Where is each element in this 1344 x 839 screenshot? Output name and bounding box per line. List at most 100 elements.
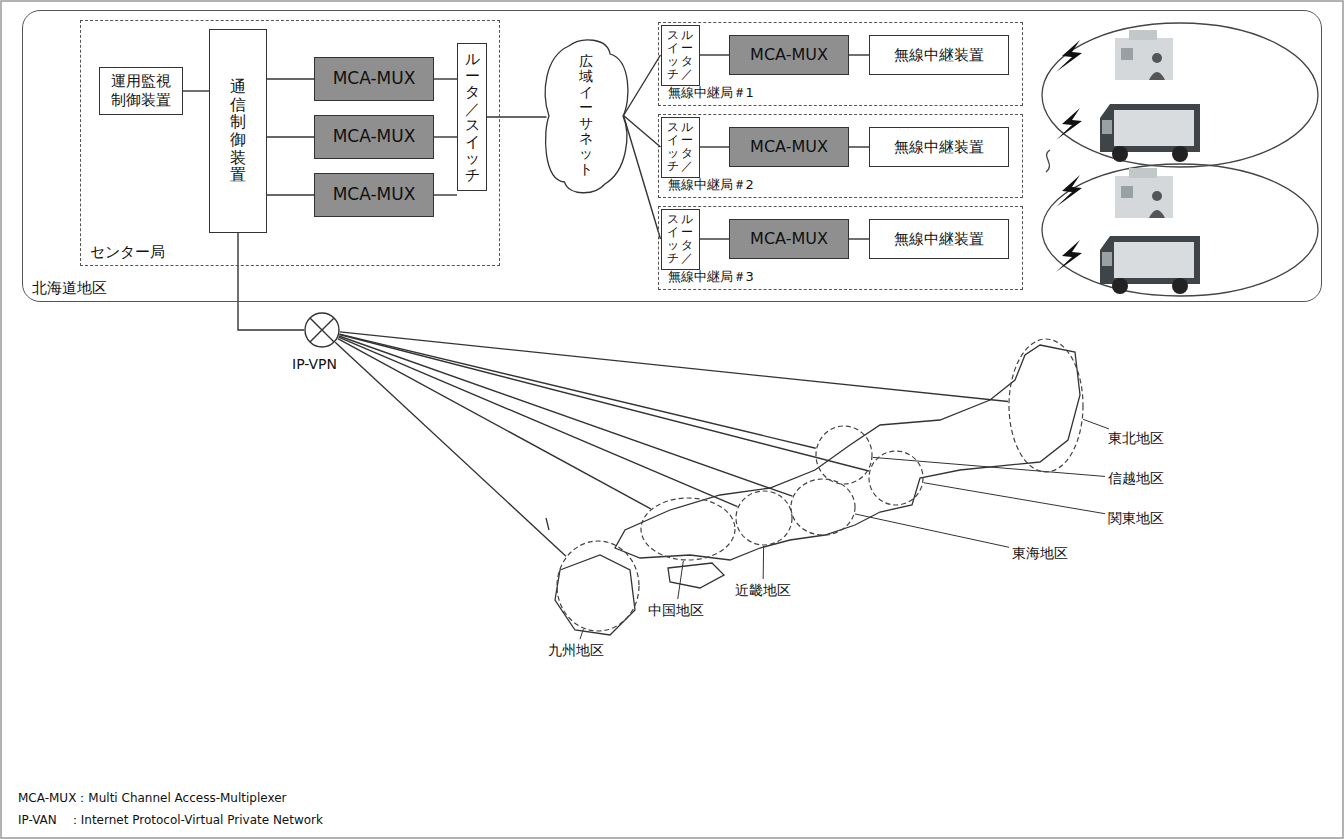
node-label: 無線中継局＃1 [668,84,754,102]
connector [238,233,304,330]
device-box: 運用監視制御装置 [99,67,183,115]
connector [487,116,547,117]
mux-box: MCA-MUX [314,115,434,159]
vpn-outline [304,312,340,348]
node-text: MCA-MUX [750,137,828,157]
node-label: 近畿地区 [735,582,791,600]
note-text: MCA-MUX：Multi Channel Access-Multiplexer [18,790,287,807]
node-label: IP-VPN [292,356,337,372]
node-text: MCA-MUX [333,126,416,147]
vpn-node: IP-VPN [304,312,340,348]
node-text: ルータ／スイッチ [667,121,693,174]
mux-box: MCA-MUX [729,35,849,75]
ell-outline [556,540,640,632]
connector [434,194,457,195]
router-box: ルータ／スイッチ [457,43,487,191]
connector [849,146,869,147]
connector [267,78,314,79]
node-label: 東海地区 [1012,545,1068,563]
relay-device-box: 無線中継装置 [869,219,1009,259]
region-ellipse: 関東地区 [868,450,924,506]
router-box: ルータ／スイッチ [661,209,700,270]
connector [849,54,869,55]
ell-outline [1008,338,1084,473]
leader-line [580,629,583,639]
connector [339,337,738,507]
connector [267,136,314,137]
mux-box: MCA-MUX [729,219,849,259]
router-box: ルータ／スイッチ [661,25,700,86]
connector [849,238,869,239]
router-box: ルータ／スイッチ [661,117,700,178]
ell-outline [790,478,856,536]
connector [340,334,816,448]
node-label: 無線中継局＃2 [668,176,754,194]
node-label: 東北地区 [1108,430,1164,448]
lightning-symbol [1056,40,1082,272]
ell-outline [815,425,873,485]
leader-line [678,561,684,599]
region-ellipse: 中国地区 [640,497,736,561]
relay-station: 無線中継局＃1 ルータ／スイッチ MCA-MUX 無線中継装置 [658,22,1023,106]
connector [267,194,314,195]
connector [335,342,566,556]
node-text: ルータ／スイッチ [465,51,480,183]
van-icon [1100,104,1200,294]
node-label: 信越地区 [1108,470,1164,488]
node-text: ルータ／スイッチ [667,29,693,82]
relay-device-box: 無線中継装置 [869,35,1009,75]
region-ellipse: 信越地区 [815,425,873,485]
node-label: センター局 [90,243,165,262]
japan-map [546,345,1080,635]
node-text: 無線中継装置 [894,138,984,157]
node-label: 九州地区 [548,642,604,660]
connector [338,339,651,509]
ell-outline [640,497,736,561]
region-ellipse: 九州地区 [556,540,640,632]
node-text: MCA-MUX [333,68,416,89]
ell-outline [735,490,793,546]
mux-box: MCA-MUX [729,127,849,167]
service-area-circles [1042,23,1318,296]
device-box: 通信制御装置 [209,29,267,233]
connector [624,116,661,148]
station-group: センター局 運用監視制御装置 通信制御装置 MCA-MUX MCA-MUX MCA-MUX… [80,20,500,266]
connector [434,136,457,137]
node-text: 無線中継装置 [894,46,984,65]
region-ellipse: 東北地区 [1008,338,1084,473]
node-label: 関東地区 [1108,510,1164,528]
mux-box: MCA-MUX [314,173,434,217]
region-area: 北海道地区 センター局 運用監視制御装置 通信制御装置 MCA-MUX MCA-MUX MC… [22,10,1322,302]
node-label: 北海道地区 [32,279,107,298]
leader-line [924,483,1105,514]
connector [700,238,730,239]
connector [339,336,792,496]
node-text: MCA-MUX [333,184,416,205]
node-text: 通信制御装置 [230,78,246,184]
network-cloud: 広域イーサネット [543,38,629,194]
node-text: 広域イーサネット [579,54,593,177]
connector [624,116,661,240]
connector [624,55,661,116]
relay-device-box: 無線中継装置 [869,127,1009,167]
relay-station: 無線中継局＃3 ルータ／スイッチ MCA-MUX 無線中継装置 [658,206,1023,290]
ell-outline [868,450,924,506]
node-text: MCA-MUX [750,45,828,65]
leader-line [855,514,1009,547]
note-text: IP-VAN ：Internet Protocol-Virtual Privat… [18,812,323,829]
mux-box: MCA-MUX [314,57,434,101]
connector [340,332,1008,402]
region-ellipse: 東海地区 [790,478,856,536]
node-text: MCA-MUX [750,229,828,249]
node-label: 無線中継局＃3 [668,268,754,286]
leader-line [1083,419,1109,429]
leader-line [873,457,1105,476]
relay-station: 無線中継局＃2 ルータ／スイッチ MCA-MUX 無線中継装置 [658,114,1023,198]
node-label: 中国地区 [648,602,704,620]
node-text: 無線中継装置 [894,230,984,249]
connector [434,78,457,79]
connector [183,90,209,91]
node-text: ルータ／スイッチ [667,213,693,266]
leader-line [763,546,764,579]
